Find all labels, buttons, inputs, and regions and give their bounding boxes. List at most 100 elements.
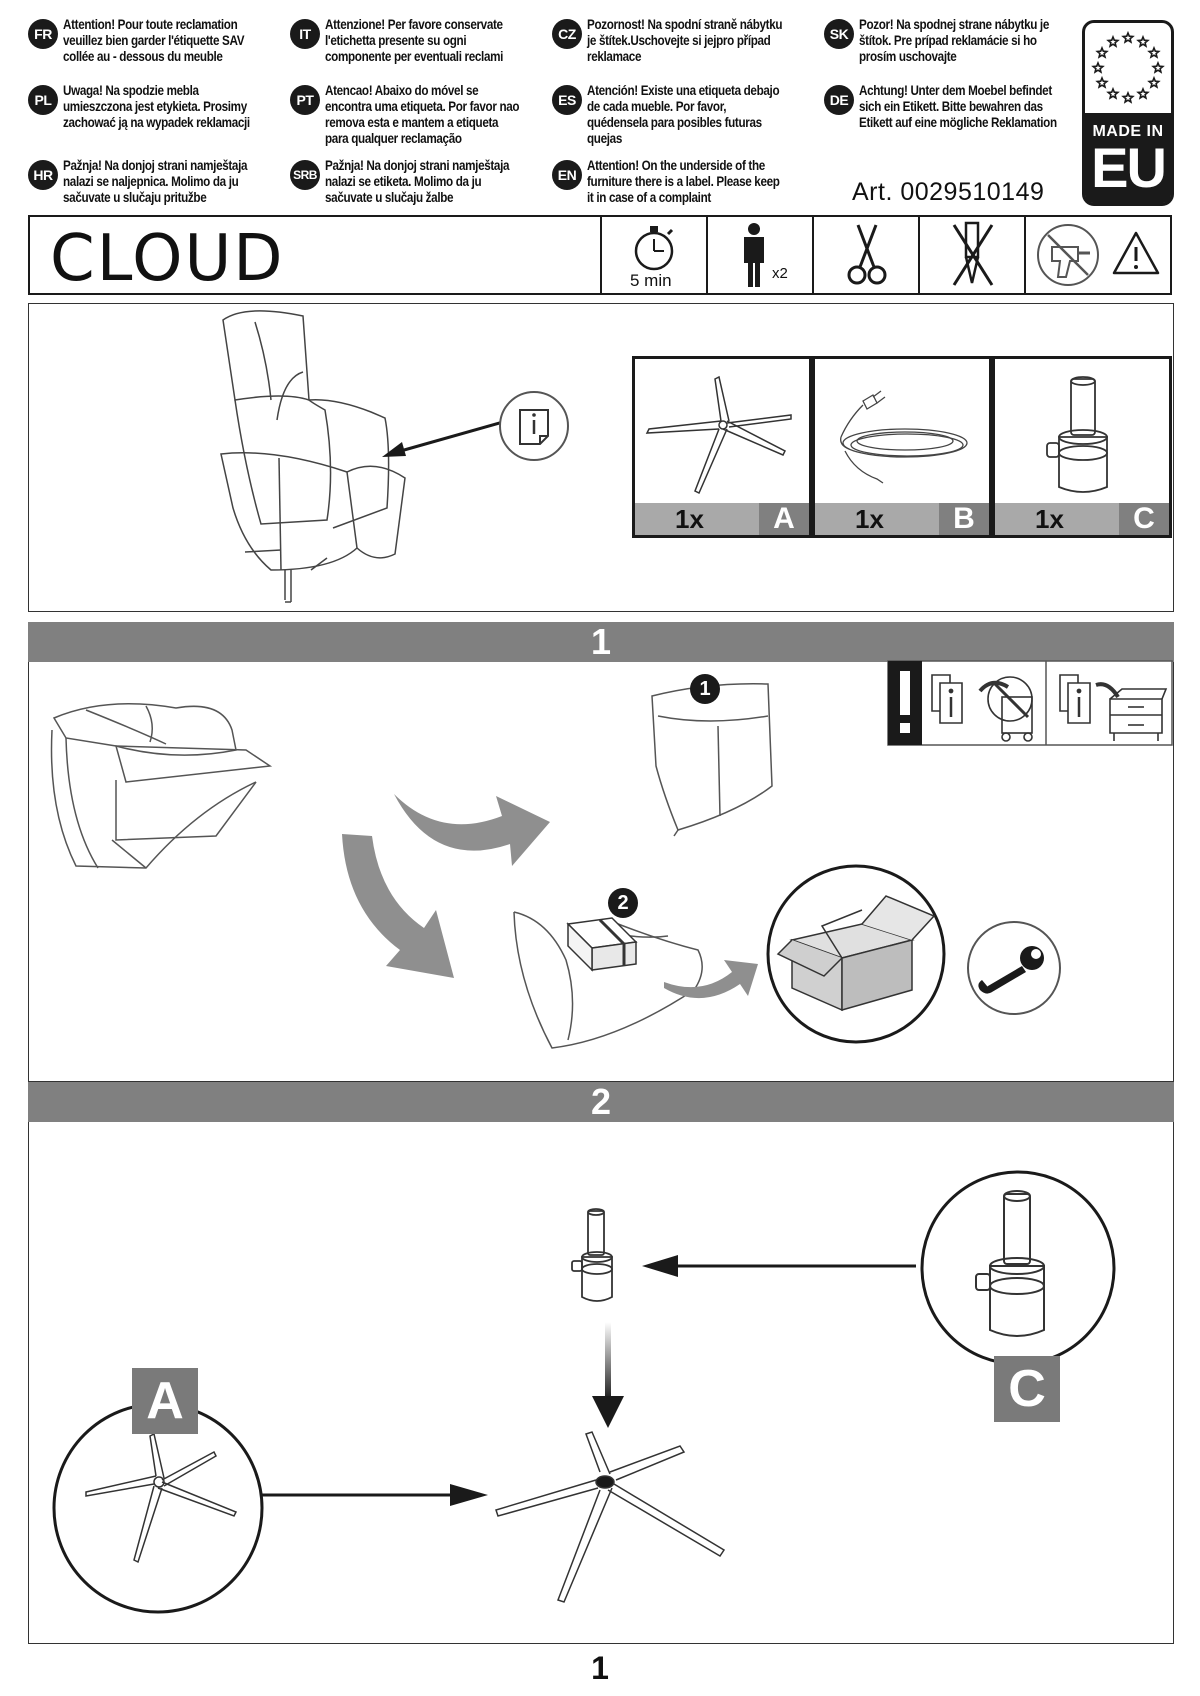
scissors-icon (847, 224, 887, 285)
eu-star (1147, 45, 1161, 59)
eu-star (1147, 75, 1161, 89)
notice-text-en: Attention! On the underside of the furni… (587, 158, 780, 205)
part-b-quantity: 1x (855, 504, 884, 534)
lang-badge-sk: SK (824, 19, 854, 49)
eu-star (1151, 60, 1165, 74)
scissors-cell (812, 215, 918, 295)
lang-badge-fr: FR (28, 19, 58, 49)
notice-es: ES Atención! Existe una etiqueta debajo … (552, 83, 817, 147)
unpack-arrow-upper (394, 794, 550, 866)
part-a-box: 1x A (632, 356, 812, 538)
cylinder-c-small (571, 1208, 613, 1302)
notice-fr: FR Attention! Pour toute reclamation veu… (28, 17, 293, 65)
lang-badge-hr: HR (28, 160, 58, 190)
part-c-quantity: 1x (1035, 504, 1064, 534)
chair-seat-with-box-illustration (513, 911, 703, 1049)
notice-srb: SRB Pažnja! Na donjoj strani namještaja … (290, 158, 555, 206)
lang-badge-de: DE (824, 85, 854, 115)
assembly-time-label: 5 min (630, 271, 672, 290)
persons-cell: x2 (706, 215, 812, 295)
notice-text-es: Atención! Existe una etiqueta debajo de … (587, 83, 780, 146)
wrench-icon (967, 921, 1061, 1015)
notice-text-it: Attenzione! Per favore conservate l'etic… (325, 17, 504, 64)
lang-badge-it: IT (290, 19, 320, 49)
lang-badge-es: ES (552, 85, 582, 115)
lang-badge-en: EN (552, 160, 582, 190)
step-marker-2: 2 (608, 888, 638, 918)
notice-text-fr: Attention! Pour toute reclamation veuill… (63, 17, 245, 64)
eu-star (1106, 86, 1120, 100)
arrow-c-to-cylinder (642, 1255, 916, 1277)
notice-de: DE Achtung! Unter dem Moebel befindet si… (824, 83, 1089, 131)
lang-badge-srb: SRB (290, 160, 320, 190)
star-base-assembly (495, 1431, 726, 1603)
warning-triangle-icon (1112, 231, 1160, 275)
eu-stars-icon (1091, 30, 1165, 104)
notice-pt: PT Atencao! Abaixo do móvel se encontra … (290, 83, 555, 147)
part-c-tag: C (994, 1356, 1060, 1422)
made-in-eu-label: MADE IN EU (1085, 113, 1171, 203)
lang-badge-cz: CZ (552, 19, 582, 49)
article-number: Art. 0029510149 (852, 178, 1045, 206)
insert-down-arrow (592, 1322, 624, 1428)
eu-star (1091, 60, 1105, 74)
eu-star (1136, 34, 1150, 48)
person-icon (744, 223, 764, 287)
no-cutting-icon (952, 221, 994, 286)
eu-star (1095, 45, 1109, 59)
page-number: 1 (591, 1650, 609, 1686)
notice-sk: SK Pozor! Na spodnej strane nábytku je š… (824, 17, 1089, 65)
step-2-panel (28, 1122, 1174, 1644)
persons-label: x2 (772, 265, 788, 282)
step-marker-2-label: 2 (617, 892, 629, 914)
cylinder-c-detail-circle (920, 1170, 1116, 1366)
eu-star (1106, 34, 1120, 48)
notice-text-pl: Uwaga! Na spodzie mebla umieszczona jest… (63, 83, 250, 130)
eu-star (1121, 30, 1135, 44)
part-a-tag: A (132, 1368, 198, 1434)
notice-text-srb: Pažnja! Na donjoj strani namještaja nala… (325, 158, 510, 205)
cardboard-box-icon (766, 864, 946, 1044)
step-1-panel (28, 662, 1174, 1082)
no-knife-cell (918, 215, 1024, 295)
eu-star (1136, 86, 1150, 100)
eu-star (1121, 90, 1135, 104)
step-marker-1: 1 (690, 674, 720, 704)
notice-text-sk: Pozor! Na spodnej strane nábytku je štít… (859, 17, 1049, 64)
box-arrow (664, 960, 758, 999)
stopwatch-icon (634, 226, 674, 271)
notice-text-hr: Pažnja! Na donjoj strani namještaja nala… (63, 158, 248, 205)
label-pointer-arrow (382, 418, 511, 457)
arrow-a-to-base (262, 1484, 488, 1506)
part-b-letter: B (939, 503, 989, 535)
step-marker-1-label: 1 (699, 678, 711, 700)
step-2-bar: 2 (28, 1082, 1174, 1122)
notice-text-pt: Atencao! Abaixo do móvel se encontra uma… (325, 83, 520, 146)
label-warning-panel (887, 660, 1173, 746)
info-label-icon (499, 391, 569, 461)
packed-chair-illustration (50, 703, 273, 869)
made-in-eu-badge: MADE IN EU (1082, 20, 1174, 206)
eu-text: EU (1091, 136, 1167, 199)
lang-badge-pt: PT (290, 85, 320, 115)
unpack-arrow-lower (342, 834, 454, 978)
star-base-icon (645, 375, 792, 495)
part-c-box: 1x C (992, 356, 1172, 538)
no-power-drill-icon (1037, 224, 1099, 286)
recliner-chair-illustration (220, 310, 406, 603)
power-cable-icon (840, 390, 968, 484)
notice-cz: CZ Pozornost! Na spodní straně nábytku j… (552, 17, 817, 65)
notice-text-cz: Pozornost! Na spodní straně nábytku je š… (587, 17, 783, 64)
notice-pl: PL Uwaga! Na spodzie mebla umieszczona j… (28, 83, 293, 131)
notice-text-de: Achtung! Unter dem Moebel befindet sich … (859, 83, 1057, 130)
part-a-letter: A (759, 503, 809, 535)
part-a-quantity: 1x (675, 504, 704, 534)
part-b-box: 1x B (812, 356, 992, 538)
notice-it: IT Attenzione! Per favore conservate l'e… (290, 17, 555, 65)
product-title: CLOUD (50, 222, 285, 296)
notice-en: EN Attention! On the underside of the fu… (552, 158, 817, 206)
assembly-time-cell: 5 min (600, 215, 706, 295)
made-in-text: MADE IN (1092, 123, 1164, 140)
eu-star (1095, 75, 1109, 89)
gas-cylinder-icon (1046, 376, 1108, 493)
